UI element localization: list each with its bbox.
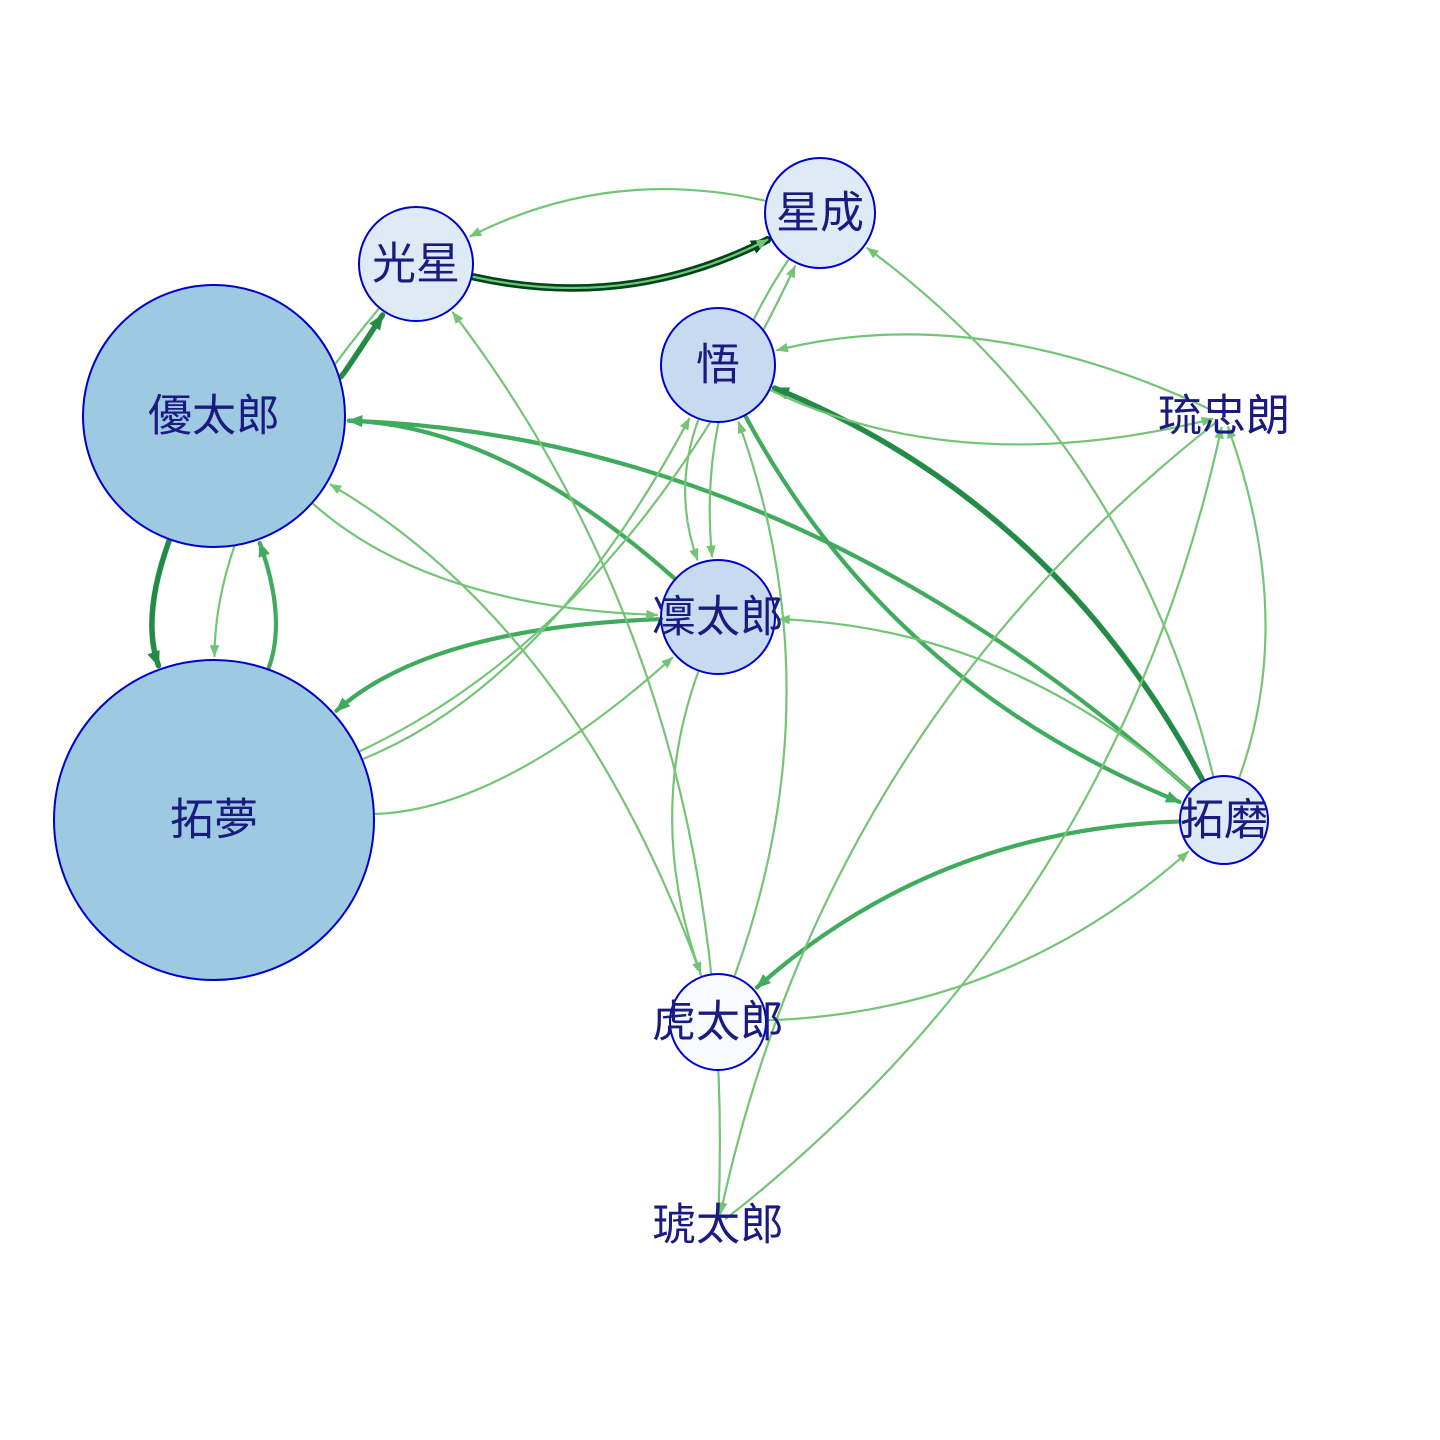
edge-yutaro-to-rintaro xyxy=(312,503,659,620)
node-seisei: 星成 xyxy=(764,157,876,269)
edge-kotaro-to-yutaro xyxy=(329,483,703,977)
edge-ryuchiro-to-satoru xyxy=(776,333,1217,413)
edge-kosei-to-seisei xyxy=(469,236,772,292)
node-label-takuma: 拓磨 xyxy=(1180,795,1268,846)
edge-rintaro-to-yutaro xyxy=(346,415,676,580)
node-circle-yutaro xyxy=(82,284,346,548)
node-label-kotaro: 虎太郎 xyxy=(652,997,784,1048)
edge-takuma-to-seisei xyxy=(866,247,1215,777)
edge-satoru-to-ryuchiro xyxy=(770,389,1214,446)
node-kotaro2: 琥太郎 xyxy=(652,1200,784,1251)
node-label-kotaro2: 琥太郎 xyxy=(652,1200,784,1251)
node-label-takumu: 拓夢 xyxy=(170,795,258,846)
node-takuma: 拓磨 xyxy=(1179,775,1269,865)
edge-kotaro-to-takuma xyxy=(766,850,1190,1022)
node-label-seisei: 星成 xyxy=(776,188,864,239)
node-kotaro: 虎太郎 xyxy=(652,973,784,1071)
node-label-satoru: 悟 xyxy=(696,340,740,391)
edge-yutaro-to-kosei xyxy=(338,312,386,380)
node-kosei: 光星 xyxy=(358,206,474,322)
edge-takumu-to-rintaro xyxy=(374,656,674,816)
edge-takumu-to-yutaro xyxy=(257,540,279,670)
node-circle-kotaro xyxy=(669,973,767,1071)
edge-kotaro-to-satoru xyxy=(733,421,788,977)
edge-ryuchiro-to-kotaro2 xyxy=(718,421,1218,1215)
node-circle-seisei xyxy=(764,157,876,269)
node-circle-satoru xyxy=(660,307,776,423)
edge-yutaro-to-takumu xyxy=(147,538,172,669)
node-circle-kosei xyxy=(358,206,474,322)
node-ryuchiro: 琉忠朗 xyxy=(1158,391,1290,442)
edge-takuma-to-ryuchiro xyxy=(1226,426,1267,778)
edge-rintaro-to-kotaro xyxy=(671,671,702,975)
edge-satoru-to-rintaro xyxy=(684,419,700,561)
node-satoru: 悟 xyxy=(660,307,776,423)
edge-takumu-to-satoru xyxy=(362,417,691,760)
edge-takuma-to-kotaro xyxy=(754,819,1181,990)
edge-kotaro2-to-kosei xyxy=(451,311,722,1217)
edge-rintaro-to-takumu xyxy=(334,617,662,713)
edge-kotaro2-to-ryuchiro xyxy=(724,426,1224,1220)
node-label-ryuchiro: 琉忠朗 xyxy=(1158,391,1290,442)
node-label-yutaro: 優太郎 xyxy=(148,391,280,442)
node-label-kosei: 光星 xyxy=(372,239,460,290)
edge-takuma-to-rintaro xyxy=(777,614,1191,791)
node-yutaro: 優太郎 xyxy=(82,284,346,548)
edge-takuma-to-satoru xyxy=(771,385,1205,783)
node-circle-takuma xyxy=(1179,775,1269,865)
node-circle-rintaro xyxy=(660,559,776,675)
edge-takuma-to-yutaro xyxy=(346,415,1192,792)
node-circle-takumu xyxy=(53,659,375,981)
edge-seisei-to-kosei xyxy=(469,187,766,238)
edge-satoru-to-takuma xyxy=(743,414,1182,804)
edge-kosei-to-seisei xyxy=(472,238,769,290)
node-rintaro: 凜太郎 xyxy=(652,559,784,675)
node-takumu: 拓夢 xyxy=(53,659,375,981)
node-label-rintaro: 凜太郎 xyxy=(652,592,784,643)
